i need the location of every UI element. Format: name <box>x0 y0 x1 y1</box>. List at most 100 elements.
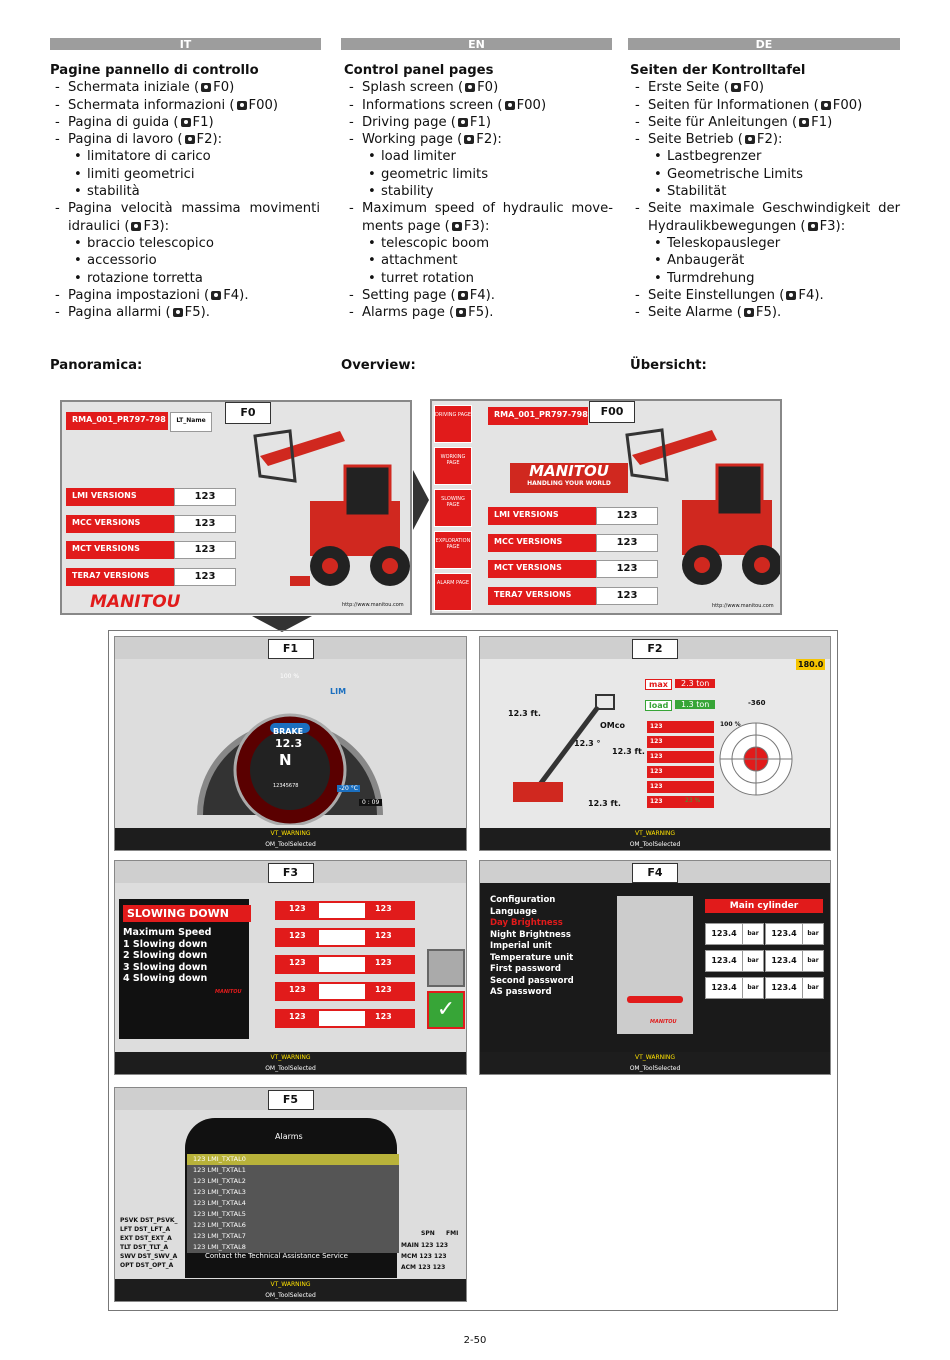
pressure-value: 123.4 <box>705 923 743 945</box>
source-row: ACM 123 123 <box>401 1264 446 1271</box>
model-label: RMA_001_PR797-798 <box>488 407 588 425</box>
page-list-item: Alarms page (F5). <box>344 304 613 322</box>
load-label: load <box>645 700 673 711</box>
tool-text: OM_ToolSelected <box>629 1065 681 1072</box>
trash-button[interactable] <box>427 949 465 987</box>
camera-icon <box>786 290 797 300</box>
page-list-item: Schermata informazioni (F00) <box>50 97 320 115</box>
height-value: 12.3 ft. <box>508 709 541 718</box>
bottom-value: 12.3 ft. <box>588 799 621 808</box>
column-header-it: IT <box>50 38 321 51</box>
movement-icon <box>319 984 365 999</box>
page-list-item: Maximum speed of hydraulic move-ments pa… <box>344 200 613 235</box>
camera-icon <box>451 221 462 231</box>
settings-menu-item: First password <box>490 964 561 974</box>
camera-icon <box>236 100 247 110</box>
version-label: MCT VERSIONS <box>66 541 174 559</box>
brightness-bar <box>627 996 683 1003</box>
camera-icon <box>211 290 222 300</box>
arrow-down-icon <box>252 616 312 632</box>
version-value: 123 <box>174 514 236 533</box>
page-sublist-item: geometric limits <box>344 166 613 184</box>
camera-icon <box>799 117 810 127</box>
movement-icon <box>319 903 365 918</box>
stability-radar <box>719 722 793 796</box>
alarm-row: 123 LMI_TXTAL3 <box>187 1187 399 1198</box>
pressure-unit: bar <box>802 950 824 972</box>
page-list-item: Erste Seite (F0) <box>630 79 900 97</box>
lt-name: LT_Name <box>170 412 212 432</box>
lim-indicator: LIM <box>330 687 347 696</box>
load-chart-row: 123 <box>647 766 714 778</box>
page-list: Erste Seite (F0)Seiten für Informationen… <box>630 79 900 321</box>
page-list-item: Pagina impostazioni (F4). <box>50 287 320 305</box>
camera-icon <box>457 117 468 127</box>
alarm-row: 123 LMI_TXTAL5 <box>187 1209 399 1220</box>
column-de: Seiten der KontrolltafelErste Seite (F0)… <box>630 62 900 322</box>
camera-icon <box>456 308 467 318</box>
page-sublist-item: stabilità <box>50 183 320 201</box>
column-title: Pagine pannello di controllo <box>50 63 259 78</box>
settings-menu-item: Second password <box>490 975 574 986</box>
dst-row: PSVK DST_PSVK_ <box>120 1217 178 1224</box>
brake-label: BRAKE <box>273 727 304 736</box>
movement-icon <box>319 1011 365 1026</box>
version-label: LMI VERSIONS <box>488 507 596 525</box>
page-sublist-item: accessorio <box>50 252 320 270</box>
page-list: Splash screen (F0)Informations screen (F… <box>344 79 613 321</box>
tool-text: OM_ToolSelected <box>265 1292 316 1299</box>
version-label: MCT VERSIONS <box>488 560 596 578</box>
status-bar: VT_WARNING OM_ToolSelected <box>115 828 466 850</box>
camera-icon <box>464 135 475 145</box>
manitou-logo: MANITOU HANDLING YOUR WORLD <box>510 463 628 493</box>
slowing-value-right: 123 <box>375 958 392 967</box>
pressure-unit: bar <box>742 950 764 972</box>
page-list-item: Working page (F2): <box>344 131 613 149</box>
settings-menu-item: Configuration <box>490 895 556 905</box>
screen-tag: F4 <box>632 863 678 883</box>
column-it: Pagine pannello di controlloSchermata in… <box>50 62 320 322</box>
page-sublist-item: telescopic boom <box>344 235 613 253</box>
settings-menu-item: Temperature unit <box>490 952 574 963</box>
version-value: 123 <box>174 488 236 506</box>
settings-menu-item: Language <box>490 906 537 917</box>
page-sublist-item: Teleskopausleger <box>630 235 900 253</box>
camera-icon <box>180 117 191 127</box>
pressure-value: 123.4 <box>765 977 803 999</box>
column-header-de: DE <box>628 38 900 51</box>
version-label: TERA7 VERSIONS <box>488 586 596 605</box>
version-value: 123 <box>596 507 658 525</box>
alarms-title: Alarms <box>275 1132 303 1141</box>
alarm-row: 123 LMI_TXTAL6 <box>187 1220 399 1231</box>
confirm-button[interactable]: ✓ <box>427 991 465 1029</box>
pressure-unit: bar <box>802 977 824 999</box>
omco-label: OMco <box>600 721 625 730</box>
reach-value: 12.3 ft. <box>612 747 645 756</box>
camera-icon <box>465 83 476 93</box>
camera-icon <box>504 100 515 110</box>
manitou-logo: MANITOU <box>650 1019 677 1025</box>
alarm-row: 123 LMI_TXTAL0 <box>187 1154 399 1165</box>
tool-text: OM_ToolSelected <box>629 841 681 848</box>
website-url: http://www.manitou.com <box>712 603 774 609</box>
camera-icon <box>184 135 195 145</box>
max-label: max <box>645 679 672 690</box>
version-label: MCC VERSIONS <box>488 533 596 552</box>
deg-value: 180.0 <box>796 659 826 670</box>
camera-icon <box>172 308 183 318</box>
pressure-unit: bar <box>802 923 824 945</box>
screen-tag: F00 <box>589 401 635 423</box>
page-list-item: Pagina velocità massima movimenti idraul… <box>50 200 320 235</box>
percent-indicator: 100 % <box>280 673 300 680</box>
status-bar: VT_WARNING OM_ToolSelected <box>115 1052 466 1074</box>
alarm-row: 123 LMI_TXTAL7 <box>187 1231 399 1242</box>
version-label: LMI VERSIONS <box>66 488 174 506</box>
version-value: 123 <box>596 533 658 552</box>
slowing-line: 1 Slowing down <box>123 938 208 950</box>
